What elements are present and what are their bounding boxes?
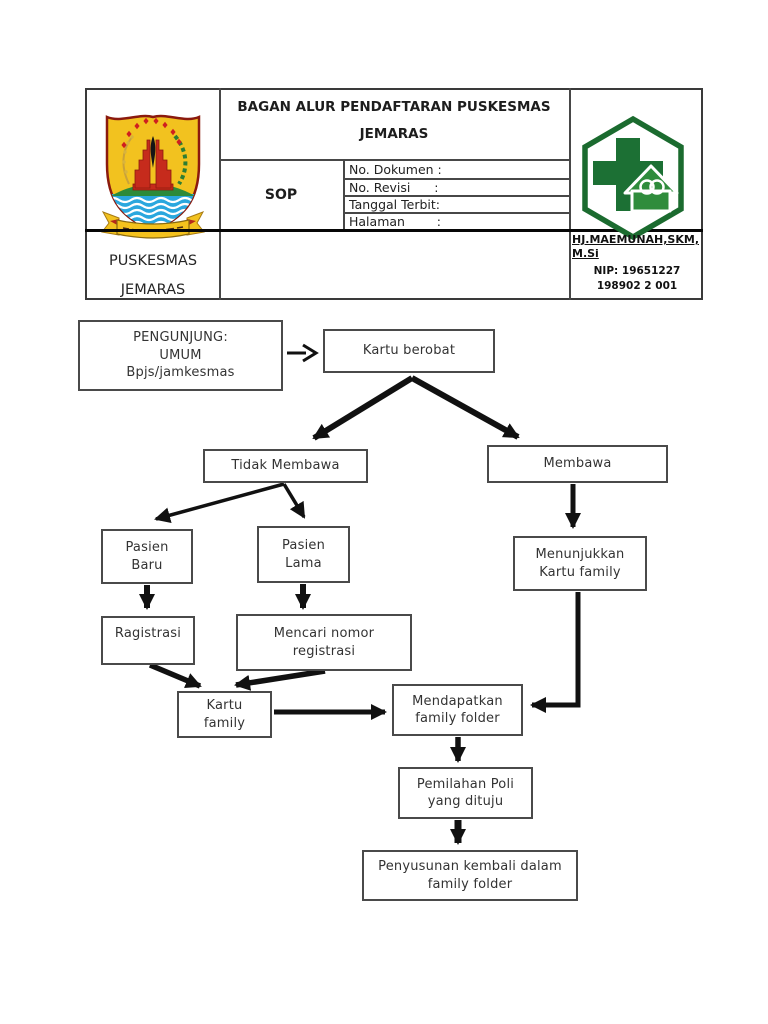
node-pengunjung: PENGUNJUNG: UMUM Bpjs/jamkesmas <box>78 320 283 391</box>
table-line-col2 <box>569 88 571 300</box>
node-pasien-baru: Pasien Baru <box>101 529 193 584</box>
table-line-row2 <box>343 195 569 197</box>
node-penyusunan-kembali: Penyusunan kembali dalam family folder <box>362 850 578 901</box>
node-kartu-berobat: Kartu berobat <box>323 329 495 373</box>
arrow-tidak-membawa-to-pasien-baru <box>154 482 285 524</box>
approver-block: HJ.MAEMUNAH,SKM,M.Si NIP: 19651227 19890… <box>572 233 702 294</box>
node-ragistrasi: Ragistrasi <box>101 616 195 665</box>
arrow-kartu-berobat-to-tidak-membawa <box>312 375 414 441</box>
field-no-dokumen: No. Dokumen : <box>349 162 442 177</box>
node-tidak-membawa: Tidak Membawa <box>203 449 368 483</box>
table-line-title-bottom <box>219 159 569 161</box>
node-kartu-family: Kartu family <box>177 691 272 738</box>
regency-crest-logo <box>101 114 205 239</box>
arrow-kartu-berobat-to-membawa <box>410 375 520 440</box>
field-halaman: Halaman : <box>349 214 441 229</box>
node-menunjukkan-kartu-family: Menunjukkan Kartu family <box>513 536 647 591</box>
arrow-menunjukkan-to-mendapatkan <box>530 592 581 713</box>
node-membawa: Membawa <box>487 445 668 483</box>
table-thick-divider <box>85 229 703 232</box>
node-pemilahan-poli: Pemilahan Poli yang dituju <box>398 767 533 819</box>
approver-name: HJ.MAEMUNAH,SKM,M.Si <box>572 233 700 260</box>
node-pasien-lama: Pasien Lama <box>257 526 350 583</box>
table-line-row3 <box>343 212 569 214</box>
field-tanggal-terbit: Tanggal Terbit: <box>349 197 440 212</box>
arrowhead-open-chevron <box>302 343 319 363</box>
org-name: PUSKESMAS JEMARAS <box>108 253 198 298</box>
table-line-col1 <box>219 88 221 300</box>
field-no-revisi: No. Revisi : <box>349 180 439 195</box>
doc-type-label: SOP <box>264 187 298 203</box>
document-title: BAGAN ALUR PENDAFTARAN PUSKESMAS JEMARAS <box>237 99 551 142</box>
arrow-tidak-membawa-to-pasien-lama <box>282 483 306 519</box>
approver-nip: NIP: 19651227 198902 2 001 <box>593 265 681 292</box>
node-mendapatkan-family-folder: Mendapatkan family folder <box>392 684 523 736</box>
table-line-row1 <box>343 178 569 180</box>
arrow-mencari-to-kartu-family <box>234 668 326 691</box>
node-mencari-nomor-registrasi: Mencari nomor registrasi <box>236 614 412 671</box>
puskesmas-cross-logo <box>582 115 684 241</box>
arrow-ragistrasi-to-kartu-family <box>148 662 202 689</box>
